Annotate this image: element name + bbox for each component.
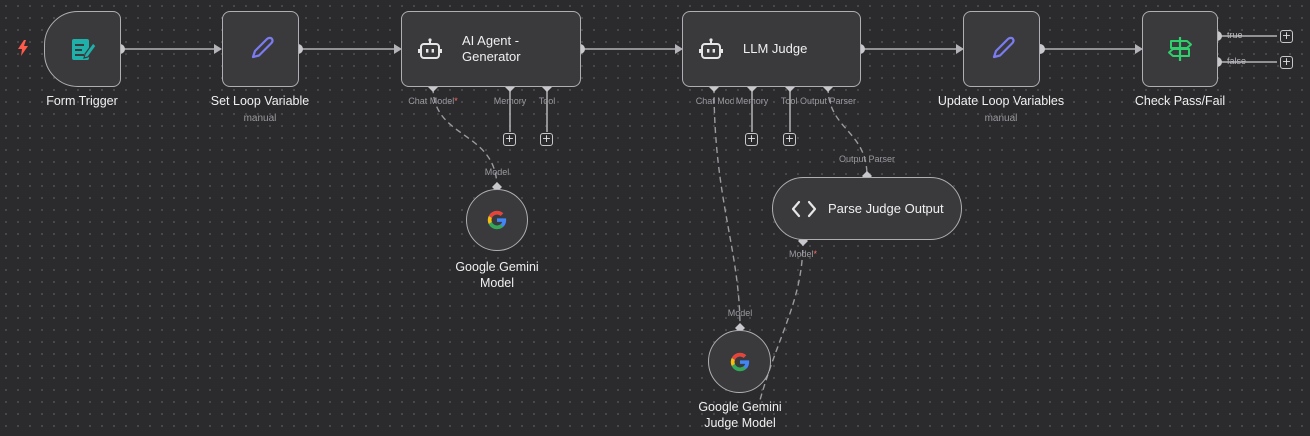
- update-loop-variables-subtitle: manual: [984, 113, 1018, 124]
- update-loop-variables-title: Update Loop Variables: [937, 94, 1065, 108]
- lightning-icon: [18, 40, 28, 56]
- parse-judge-output-node[interactable]: Parse Judge Output: [772, 177, 962, 240]
- google-g-icon: [730, 352, 749, 371]
- form-trigger-node[interactable]: [44, 11, 121, 87]
- ai-agent-memory-port[interactable]: Memory: [493, 96, 527, 106]
- true-branch-label: true: [1227, 30, 1243, 40]
- gemini-model-title-line2: Model: [479, 276, 515, 290]
- ai-agent-chat-model-port[interactable]: Chat Model*: [408, 96, 458, 106]
- add-false-branch-button[interactable]: +: [1280, 55, 1293, 69]
- false-branch-label: false: [1227, 56, 1247, 66]
- form-icon: [71, 39, 97, 60]
- set-loop-variable-subtitle: manual: [243, 113, 277, 124]
- gemini-judge-title-line2: Judge Model: [704, 416, 776, 430]
- pencil-icon: [251, 36, 274, 59]
- llm-judge-chat-model-port[interactable]: Chat Model: [695, 96, 734, 106]
- code-brackets-icon: [791, 200, 817, 218]
- form-trigger-title: Form Trigger: [46, 94, 118, 108]
- llm-judge-node[interactable]: LLM Judge: [682, 11, 861, 87]
- parser-model-port[interactable]: Model*: [788, 249, 818, 259]
- gemini-model-port[interactable]: Model: [484, 167, 510, 177]
- llm-judge-memory-port[interactable]: Memory: [735, 96, 769, 106]
- set-loop-variable-node[interactable]: [222, 11, 299, 87]
- parser-output-port[interactable]: Output Parser: [838, 154, 896, 164]
- gemini-judge-model-port[interactable]: Model: [727, 308, 753, 318]
- pencil-icon: [992, 36, 1015, 59]
- google-gemini-judge-model-node[interactable]: [708, 330, 771, 393]
- add-true-branch-button[interactable]: +: [1280, 29, 1293, 43]
- google-g-icon: [487, 210, 507, 230]
- llm-judge-title: LLM Judge: [743, 41, 808, 56]
- llm-judge-output-parser-port[interactable]: Output Parser: [799, 96, 857, 106]
- gemini-model-title-line1: Google Gemini: [455, 260, 539, 274]
- signpost-icon: [1168, 37, 1192, 61]
- add-memory-button[interactable]: +: [745, 132, 758, 146]
- ai-agent-generator-node[interactable]: AI Agent - Generator: [401, 11, 581, 87]
- gemini-judge-title-line1: Google Gemini: [698, 400, 782, 414]
- parse-judge-output-title: Parse Judge Output: [828, 200, 944, 216]
- update-loop-variables-node[interactable]: [963, 11, 1040, 87]
- google-gemini-model-node[interactable]: [466, 189, 528, 251]
- set-loop-variable-title: Set Loop Variable: [210, 94, 310, 108]
- robot-icon: [699, 38, 723, 59]
- add-tool-button[interactable]: +: [540, 132, 553, 146]
- robot-icon: [418, 38, 442, 59]
- add-memory-button[interactable]: +: [503, 132, 516, 146]
- check-pass-fail-title: Check Pass/Fail: [1134, 94, 1226, 108]
- ai-agent-tool-port[interactable]: Tool: [538, 96, 556, 106]
- llm-judge-tool-port[interactable]: Tool: [780, 96, 798, 106]
- ai-agent-title: AI Agent - Generator: [462, 33, 521, 64]
- add-tool-button[interactable]: +: [783, 132, 796, 146]
- check-pass-fail-node[interactable]: [1142, 11, 1218, 87]
